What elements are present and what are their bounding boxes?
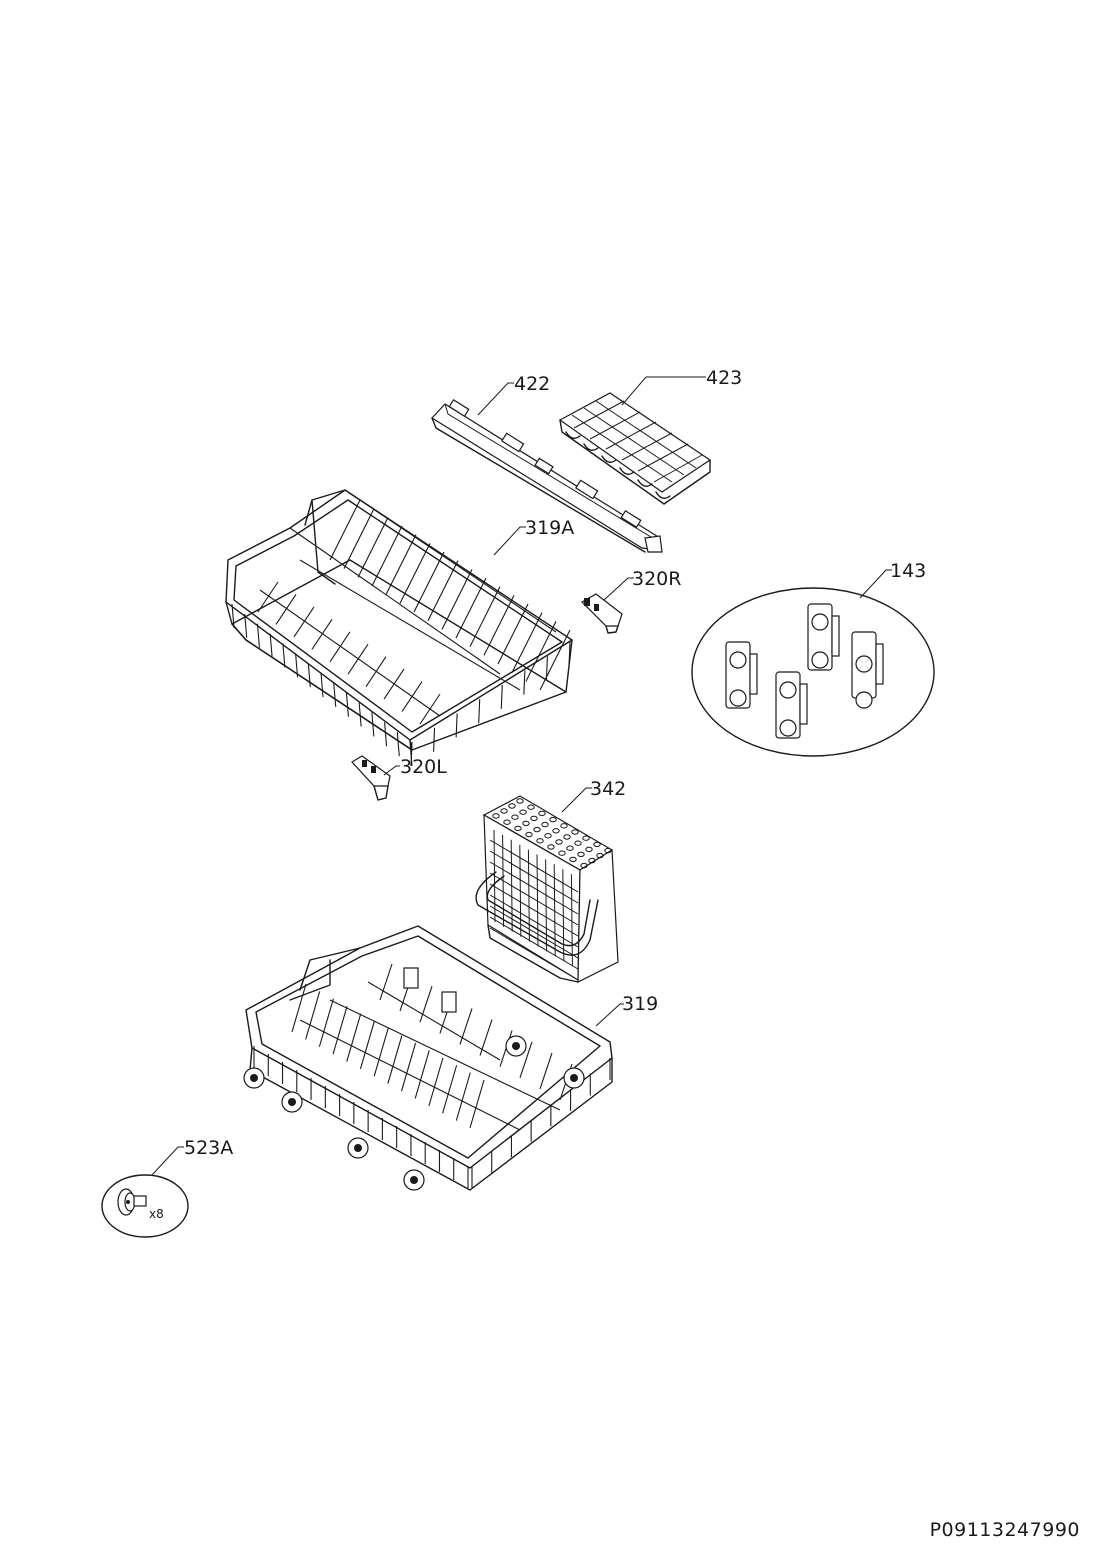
leader-319 bbox=[595, 1003, 624, 1027]
wheel-clip-3 bbox=[807, 603, 840, 671]
wheel-clip-2 bbox=[775, 671, 808, 739]
drawing-code: P09113247990 bbox=[930, 1519, 1080, 1541]
part-523A-wheel: x8 bbox=[101, 1174, 189, 1238]
quantity-note: x8 bbox=[149, 1207, 164, 1221]
leader-320L bbox=[383, 765, 400, 776]
leader-320R bbox=[603, 577, 634, 601]
label-523A: 523A bbox=[184, 1137, 233, 1159]
leader-523A bbox=[151, 1146, 184, 1176]
label-342: 342 bbox=[590, 778, 626, 800]
part-342-cutlery-basket bbox=[475, 795, 619, 983]
part-320R-clip bbox=[581, 593, 623, 634]
label-320R: 320R bbox=[632, 568, 681, 590]
wheel-clip-4 bbox=[851, 631, 884, 709]
label-143: 143 bbox=[890, 560, 926, 582]
label-320L: 320L bbox=[400, 756, 447, 778]
part-423-tray bbox=[558, 392, 712, 505]
label-423: 423 bbox=[706, 367, 742, 389]
label-319A: 319A bbox=[525, 517, 574, 539]
label-319: 319 bbox=[622, 993, 658, 1015]
leader-423 bbox=[621, 376, 706, 406]
leader-319A bbox=[493, 526, 526, 556]
leader-143 bbox=[859, 569, 892, 599]
part-319-lower-basket bbox=[243, 925, 613, 1191]
leader-342 bbox=[561, 787, 592, 813]
part-422-rail bbox=[431, 399, 663, 553]
leader-422 bbox=[477, 382, 514, 416]
wheel-clip-1 bbox=[725, 641, 758, 709]
part-319A-upper-basket bbox=[225, 489, 573, 767]
part-320L-clip bbox=[351, 755, 391, 801]
label-422: 422 bbox=[514, 373, 550, 395]
part-143-wheel-clips bbox=[691, 587, 935, 757]
lower-basket-wheels bbox=[243, 1035, 585, 1191]
